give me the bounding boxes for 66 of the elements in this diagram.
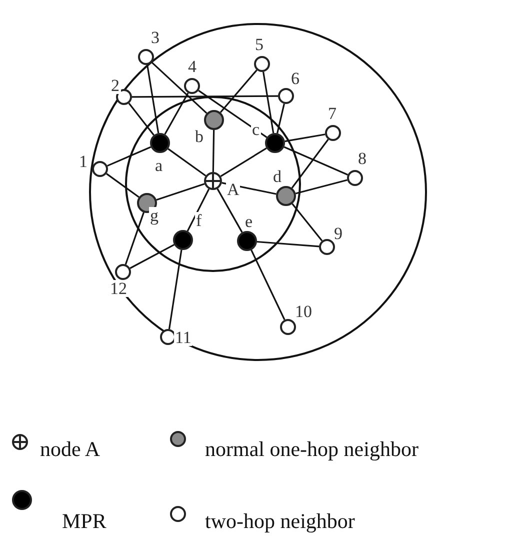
link-line <box>292 203 323 242</box>
two-hop-node-circle <box>280 319 296 335</box>
node-label: 6 <box>290 70 300 87</box>
mpr-node-circle <box>150 133 170 153</box>
legend-text: MPR <box>62 510 106 532</box>
link-line <box>291 138 329 188</box>
node-label: A <box>226 181 240 198</box>
link-line <box>168 250 182 330</box>
node-label: 5 <box>254 36 264 53</box>
link-line <box>156 183 205 201</box>
link-line <box>220 70 258 113</box>
link-line <box>107 146 152 167</box>
one-hop-node-circle <box>204 110 224 130</box>
two-hop-node-circle <box>319 239 335 255</box>
link-line <box>130 244 175 269</box>
node-label: 8 <box>357 150 368 167</box>
node-label: 4 <box>187 58 198 75</box>
legend-text: node A <box>40 438 100 460</box>
node-label: 3 <box>150 29 160 46</box>
two-hop-node-circle <box>254 56 270 72</box>
link-line <box>262 72 274 134</box>
two-hop-node-circle <box>92 161 108 177</box>
link-line <box>168 148 206 176</box>
two-hop-node-circle <box>325 125 341 141</box>
two-hop-node-circle <box>115 264 131 280</box>
node-label: b <box>194 128 204 145</box>
link-line <box>128 102 154 136</box>
link-line <box>284 134 326 142</box>
link-line <box>256 240 320 248</box>
link-line <box>212 130 215 172</box>
link-line <box>132 95 278 98</box>
node-a-circle <box>204 172 222 190</box>
node-label: 10 <box>294 303 313 320</box>
link-line <box>216 188 243 233</box>
link-line <box>250 250 286 320</box>
node-label: 9 <box>333 225 344 242</box>
link-line <box>106 173 140 198</box>
two-hop-node-circle <box>278 88 294 104</box>
link-line <box>124 212 144 265</box>
mpr-node-circle <box>237 231 257 251</box>
node-label: 2 <box>110 77 120 94</box>
two-hop-node-circle <box>138 49 154 65</box>
link-line <box>220 148 267 177</box>
one-hop-node-circle <box>276 186 296 206</box>
node-label: f <box>195 212 203 229</box>
link-line <box>164 92 189 135</box>
link-line <box>146 64 160 134</box>
link-line <box>151 62 208 114</box>
node-label: d <box>272 168 282 185</box>
node-label: g <box>149 207 160 224</box>
two-hop-node-circle <box>184 78 200 94</box>
node-label: 1 <box>78 153 88 170</box>
link-line <box>186 188 210 232</box>
mpr-node-circle <box>265 133 285 153</box>
mpr-node-circle <box>173 230 193 250</box>
legend-text: normal one-hop neighbor <box>205 438 418 460</box>
node-label: 7 <box>327 105 338 122</box>
two-hop-node-circle <box>347 170 363 186</box>
link-line <box>222 182 276 195</box>
node-label: 12 <box>109 280 128 297</box>
node-label: 11 <box>174 329 192 346</box>
link-line <box>284 146 348 176</box>
link-line <box>295 179 348 194</box>
link-line <box>198 90 268 138</box>
legend-text: two-hop neighbor <box>205 510 355 532</box>
link-line <box>276 104 285 134</box>
